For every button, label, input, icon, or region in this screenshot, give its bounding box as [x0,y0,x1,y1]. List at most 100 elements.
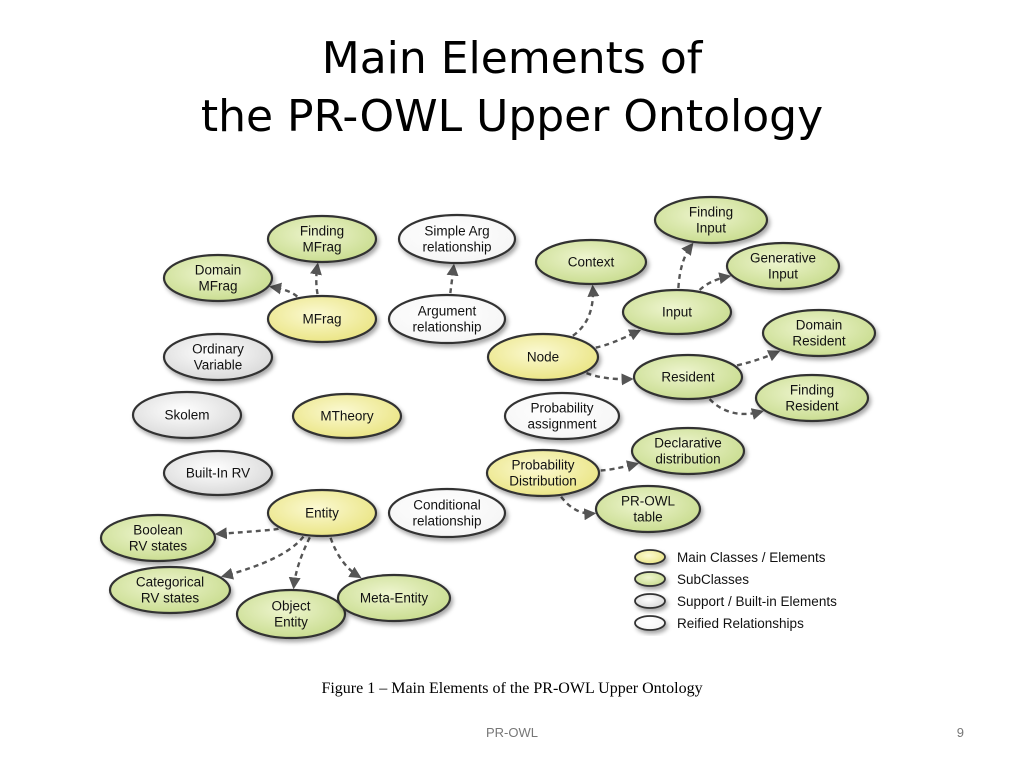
node-entity-shape [266,488,378,538]
edge-input-to-generative-input [698,272,732,291]
node-finding-input-shape [653,195,769,245]
node-skolem-shape [131,390,243,440]
node-argument-rel-shape [387,293,507,345]
figure-caption: Figure 1 – Main Elements of the PR-OWL U… [321,680,703,697]
node-ordinary-variable-label: Variable [194,358,243,373]
legend-item-reified: Reified Relationships [634,615,804,631]
legend-item-main: Main Classes / Elements [634,549,826,565]
node-object-entity-label: Object [271,599,310,614]
node-prowl-table-shape [594,484,702,534]
node-simple-arg-label: Simple Arg [424,224,489,239]
node-generative-input-shape [725,241,841,291]
legend: Main Classes / ElementsSubClassesSupport… [634,549,837,631]
legend-label-support: Support / Built-in Elements [677,594,837,609]
node-domain-mfrag-label: Domain [195,263,242,278]
node-finding-resident-label: Finding [790,383,834,398]
node-builtin-rv-shape [162,449,274,497]
node-probability-distribution-label: Probability [511,458,574,473]
edge-entity-to-categorical-rv-states [220,535,305,580]
node-node-shape [486,332,600,382]
legend-swatch-main [634,549,666,565]
node-entity-label: Entity [305,506,339,521]
node-node: Node [486,332,600,382]
node-declarative-distribution-label: distribution [655,452,720,467]
node-argument-rel-label: relationship [412,320,481,335]
node-context-shape [534,238,648,286]
node-domain-mfrag-label: MFrag [198,279,237,294]
node-finding-resident-shape [754,373,870,423]
node-object-entity-shape [235,588,347,640]
node-probability-assignment-label: Probability [530,401,593,416]
edge-node-to-resident [586,372,634,386]
node-finding-resident-label: Resident [785,399,839,414]
edge-node-to-context [572,284,600,337]
legend-item-subclass: SubClasses [634,571,749,587]
node-conditional-rel-label: relationship [412,514,481,529]
legend-label-subclass: SubClasses [677,572,749,587]
node-ordinary-variable-shape [162,332,274,382]
edge-probability-distribution-to-prowl-table [560,496,597,521]
slide-title-line-1: Main Elements of [321,33,703,84]
node-prowl-table-label: PR-OWL [621,494,675,509]
node-domain-resident-label: Domain [796,318,843,333]
edges-layer [214,242,781,590]
node-input: Input [621,288,733,336]
edge-probability-distribution-to-declarative-distribution [600,460,640,472]
footer-text: PR-OWL [486,725,538,740]
node-declarative-distribution-label: Declarative [654,436,722,451]
node-domain-resident-label: Resident [792,334,846,349]
node-domain-resident-shape [761,308,877,358]
node-context: Context [534,238,648,286]
legend-item-support: Support / Built-in Elements [634,593,837,609]
node-simple-arg-shape [397,213,517,265]
edge-input-to-finding-input [677,242,694,289]
node-conditional-rel-shape [387,487,507,539]
page-number: 9 [956,725,964,740]
legend-label-reified: Reified Relationships [677,616,804,631]
node-probability-assignment-label: assignment [527,417,596,432]
node-node-label: Node [527,350,559,365]
node-probability-distribution-label: Distribution [509,474,577,489]
node-mfrag: MFrag [266,294,378,344]
node-meta-entity-shape [336,573,452,623]
node-domain-mfrag-shape [162,253,274,303]
node-generative-input-label: Generative [750,251,816,266]
node-categorical-rv-states-label: RV states [141,591,200,606]
node-mtheory: MTheory [291,392,403,440]
node-argument-rel-label: Argument [418,304,477,319]
node-input-shape [621,288,733,336]
node-categorical-rv-states-shape [108,565,232,615]
node-object-entity-label: Entity [274,615,308,630]
legend-label-main: Main Classes / Elements [677,550,826,565]
node-finding-mfrag-label: MFrag [302,240,341,255]
edge-argument-rel-to-simple-arg [446,263,459,294]
node-mtheory-label: MTheory [320,409,374,424]
slide-title-line-2: the PR-OWL Upper Ontology [200,91,824,142]
node-input-label: Input [662,305,692,320]
node-meta-entity-label: Meta-Entity [360,591,429,606]
node-finding-input-label: Finding [689,205,733,220]
node-ordinary-variable-label: Ordinary [192,342,244,357]
node-resident-shape [632,353,744,401]
edge-entity-to-meta-entity [329,537,362,579]
node-simple-arg-label: relationship [422,240,491,255]
legend-swatch-subclass [634,571,666,587]
node-mfrag-label: MFrag [302,312,341,327]
legend-swatch-support [634,593,666,609]
node-builtin-rv: Built-In RV [162,449,274,497]
node-mtheory-shape [291,392,403,440]
legend-swatch-reified [634,615,666,631]
